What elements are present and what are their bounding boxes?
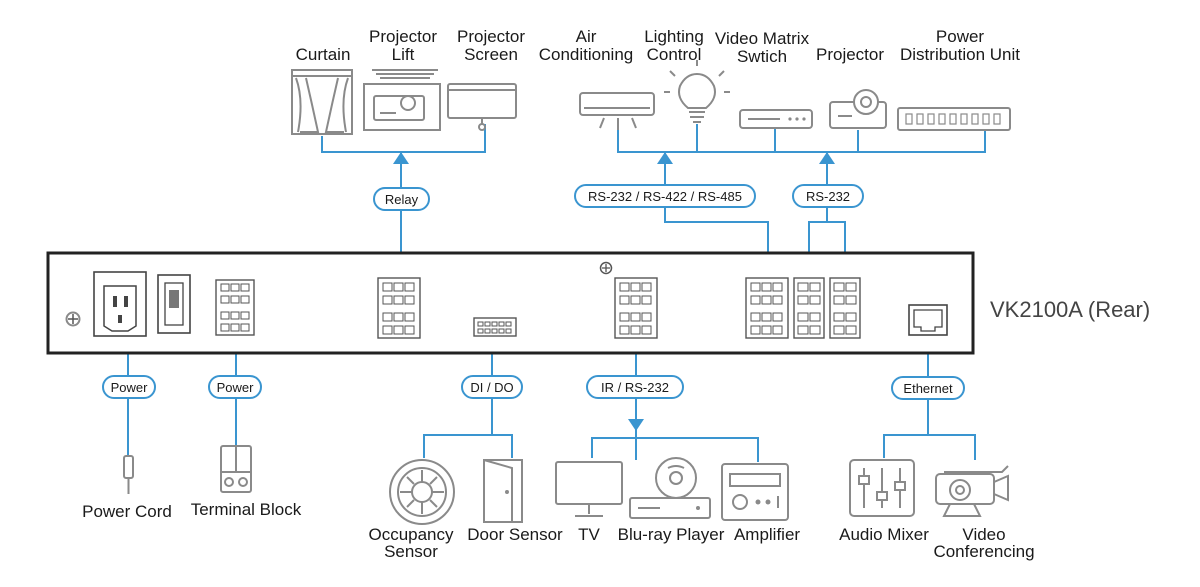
terminal-block-label: Terminal Block — [191, 500, 302, 519]
door-icon — [483, 459, 523, 523]
air-conditioning-label-line2: Conditioning — [539, 45, 634, 64]
projector-screen-icon — [447, 83, 517, 131]
occupancy-sensor-label-line2: Sensor — [384, 542, 438, 561]
video-conferencing-label-line1: Video — [962, 525, 1005, 544]
amplifier-icon — [721, 463, 789, 521]
serial-pill — [792, 184, 864, 208]
light-bulb-icon — [664, 60, 730, 123]
ethernet-port — [908, 304, 948, 336]
video-matrix-label-line2: Swtich — [737, 47, 787, 66]
ethernet-pill — [891, 376, 965, 400]
serial-split-line — [808, 221, 846, 278]
lighting-control-label-line2: Control — [647, 45, 702, 64]
relay-pill-label: Relay — [385, 192, 419, 207]
ac-inlet — [93, 271, 147, 337]
ir-serial-pill-label: IR / RS-232 — [601, 380, 669, 395]
relay-pill — [373, 187, 430, 211]
pdu-label-line1: Power — [936, 27, 985, 46]
tv-icon — [555, 461, 623, 517]
pdu-icon — [897, 107, 1011, 131]
relay-terminal-connector — [377, 277, 421, 339]
power-terminal-cells — [220, 283, 250, 332]
serial-pill-label: RS-232 — [806, 189, 850, 204]
power-switch — [157, 274, 191, 334]
air-conditioning-label-line1: Air — [576, 27, 597, 46]
terminal-block-icon — [220, 445, 252, 493]
video-conferencing-label-line2: Conferencing — [933, 542, 1034, 561]
lighting-control-label-line1: Lighting — [644, 27, 704, 46]
serial-arrow — [819, 152, 835, 164]
power-cord-icon — [123, 455, 134, 494]
serial-terminal-connector-1 — [793, 277, 825, 339]
video-matrix-label-line1: Video Matrix — [715, 29, 810, 48]
blu-ray-player-label: Blu-ray Player — [618, 525, 725, 544]
serial-multi-pill — [574, 184, 756, 208]
panel-screw-icon — [599, 261, 613, 275]
ethernet-pill-label: Ethernet — [903, 381, 953, 396]
projector-lift-label-line2: Lift — [392, 45, 415, 64]
serial-bus-line — [617, 125, 986, 153]
power-cord-label: Power Cord — [82, 502, 172, 521]
curtain-label: Curtain — [296, 45, 351, 64]
serial-multi-pill-label: RS-232 / RS-422 / RS-485 — [588, 189, 742, 204]
dido-connector — [473, 317, 517, 337]
curtain-icon — [291, 69, 353, 135]
ground-screw-icon — [65, 311, 81, 327]
rear-panel — [46, 251, 975, 355]
camera-icon — [935, 465, 1009, 517]
serial-terminal-connector-2 — [829, 277, 861, 339]
projector-screen-label-line2: Screen — [464, 45, 518, 64]
relay-bus-line — [321, 124, 486, 153]
dido-pill — [461, 375, 523, 399]
ir-terminal-connector — [614, 277, 658, 339]
dido-pill-label: DI / DO — [470, 380, 513, 395]
power-terminal-pill-label: Power — [217, 380, 255, 395]
door-sensor-label: Door Sensor — [467, 525, 563, 544]
pdu-label-line2: Distribution Unit — [900, 45, 1020, 64]
dido-line-right — [492, 434, 513, 458]
power-cord-pill — [102, 375, 156, 399]
mixer-icon — [849, 459, 915, 517]
ir-arrow — [628, 419, 644, 431]
serial-multi-terminal-connector — [745, 277, 789, 339]
projector-label: Projector — [816, 45, 884, 64]
top-device-labels: Curtain Projector Lift Projector Screen … — [296, 27, 1021, 66]
device-model-label: VK2100A (Rear) — [990, 297, 1150, 322]
projector-screen-label-line1: Projector — [457, 27, 525, 46]
audio-mixer-label: Audio Mixer — [839, 525, 929, 544]
tv-label: TV — [578, 525, 600, 544]
connection-lines — [127, 124, 986, 462]
occupancy-sensor-icon — [389, 459, 455, 525]
connection-pills: Relay RS-232 / RS-422 / RS-485 RS-232 Po… — [102, 184, 965, 400]
projector-lift-icon — [363, 69, 441, 131]
power-cord-pill-label: Power — [111, 380, 149, 395]
bottom-device-labels: Power Cord Terminal Block Occupancy Sens… — [82, 500, 1034, 561]
power-terminal-pill — [208, 375, 262, 399]
relay-arrow — [393, 152, 409, 164]
disc-player-icon — [629, 457, 711, 519]
air-conditioner-icon — [579, 92, 655, 130]
serial-multi-arrow — [657, 152, 673, 164]
ir-line-right — [636, 437, 759, 462]
amplifier-label: Amplifier — [734, 525, 800, 544]
matrix-switch-icon — [739, 109, 813, 129]
projector-icon — [829, 89, 887, 129]
projector-lift-label-line1: Projector — [369, 27, 437, 46]
ir-serial-pill — [586, 375, 684, 399]
power-terminal-connector — [215, 279, 255, 336]
ethernet-line-right — [928, 434, 976, 460]
occupancy-sensor-label-line1: Occupancy — [368, 525, 454, 544]
